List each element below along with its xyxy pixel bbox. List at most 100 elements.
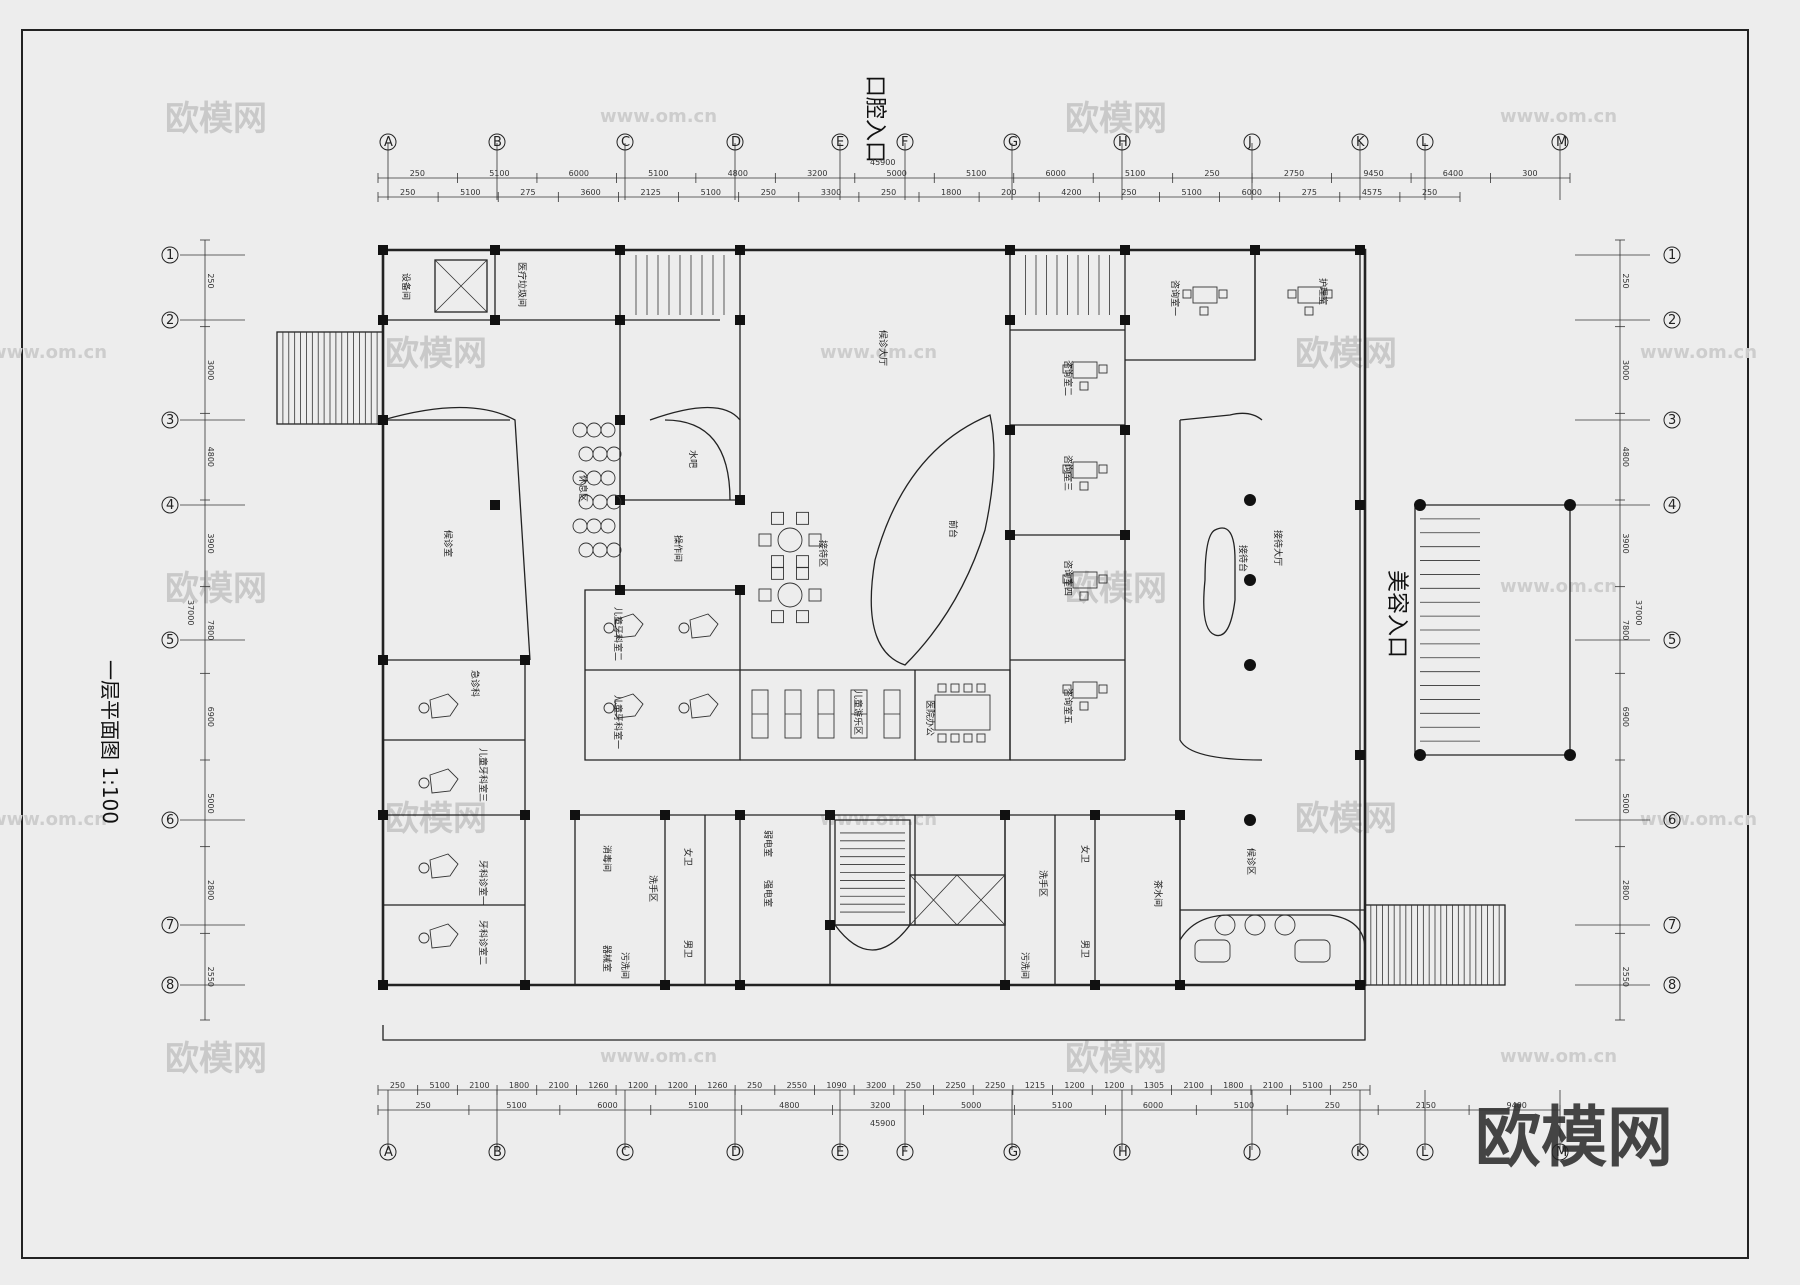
- dim-top-2-value: 250: [1422, 188, 1437, 197]
- chair: [1062, 464, 1072, 474]
- dim-right-total: 37000: [1634, 600, 1643, 625]
- axis-bubble-E: [831, 133, 849, 151]
- chair: [937, 733, 947, 743]
- chair: [1098, 364, 1108, 374]
- axis-label-J: J: [1247, 135, 1252, 150]
- dental-chair: [429, 923, 459, 949]
- axis-bubble-B: [488, 133, 506, 151]
- room-weak-elec: 弱电室: [762, 830, 774, 857]
- chair: [976, 683, 986, 693]
- dental-chair: [614, 693, 644, 719]
- dim-top-1-value: 5100: [489, 169, 509, 178]
- dim-right-value: 3900: [1621, 533, 1630, 553]
- axis-bubble-J: [1243, 133, 1261, 151]
- room-handwash-2: 洗手区: [1037, 870, 1049, 897]
- dim-bottom-1-value: 1260: [707, 1081, 727, 1090]
- room-water-bar: 水吧: [687, 450, 699, 468]
- axis-bubble-3: [161, 411, 179, 429]
- dim-bottom-1-value: 250: [1342, 1081, 1357, 1090]
- dim-bottom-1-value: 250: [390, 1081, 405, 1090]
- dim-top-2-value: 6000: [1242, 188, 1262, 197]
- column: [490, 500, 500, 510]
- dim-right-value: 4800: [1621, 447, 1630, 467]
- dental-stool: [678, 702, 690, 714]
- chair: [758, 588, 772, 602]
- room-reception-area: 接待区: [817, 540, 829, 567]
- column: [735, 810, 745, 820]
- dim-left-value: 3000: [206, 360, 215, 380]
- desk: [1072, 361, 1098, 379]
- room-nurse: 护理室: [1317, 278, 1329, 305]
- column: [378, 655, 388, 665]
- round-column: [1244, 574, 1256, 586]
- room-emergency: 急诊科: [469, 670, 481, 697]
- svg-text:www.om.cn: www.om.cn: [1500, 106, 1617, 127]
- column: [1355, 245, 1365, 255]
- axis-label-F: F: [901, 135, 908, 150]
- dim-right-value: 2550: [1621, 967, 1630, 987]
- dim-bottom-1-value: 1305: [1144, 1081, 1164, 1090]
- column: [378, 980, 388, 990]
- axis-bubble-E: [831, 1143, 849, 1161]
- column: [570, 810, 580, 820]
- round-column: [1244, 659, 1256, 671]
- axis-bubble-1: [161, 246, 179, 264]
- axis-label-K: K: [1356, 135, 1365, 150]
- room-reception-counter: 接待台: [1237, 545, 1249, 572]
- room-consult-1: 咨询室一: [1169, 280, 1181, 316]
- axis-label-D: D: [731, 135, 741, 150]
- room-female-wc-2: 女卫: [1079, 845, 1091, 863]
- axis-label-E: E: [836, 135, 844, 150]
- dim-top-1-value: 6000: [1045, 169, 1065, 178]
- chair: [950, 683, 960, 693]
- watermark-layer: 欧模网 www.om.cn 欧模网 www.om.cn 欧模网 www.om.c…: [0, 99, 1757, 1079]
- axis-bubble-6: [161, 811, 179, 829]
- dim-bottom-2-value: 5100: [688, 1101, 708, 1110]
- axis-label-C: C: [621, 135, 630, 150]
- axis-bubble-2: [161, 311, 179, 329]
- dim-top-2-value: 5100: [701, 188, 721, 197]
- furniture-layer: [418, 286, 1333, 963]
- axis-bubble-7: [161, 916, 179, 934]
- room-male-wc-2: 男卫: [1079, 940, 1090, 958]
- axis-label-K: K: [1356, 1145, 1365, 1160]
- chair: [1062, 684, 1072, 694]
- chair: [1079, 701, 1089, 711]
- axis-bubble-D: [726, 1143, 744, 1161]
- column: [1355, 980, 1365, 990]
- axis-bubble-A: [379, 133, 397, 151]
- dim-top-2-value: 5100: [1182, 188, 1202, 197]
- beauty-entrance-label: 美容入口: [1384, 570, 1409, 658]
- axis-label-7: 7: [1668, 918, 1676, 933]
- axis-label-D: D: [731, 1145, 741, 1160]
- dim-top-2-value: 275: [1302, 188, 1317, 197]
- dim-left-value: 5000: [206, 793, 215, 813]
- column: [735, 315, 745, 325]
- dim-bottom-2-value: 2150: [1416, 1101, 1436, 1110]
- axis-bubble-K: [1351, 1143, 1369, 1161]
- column: [520, 655, 530, 665]
- dim-top-1-value: 9450: [1363, 169, 1383, 178]
- dental-stool: [418, 932, 430, 944]
- dim-top-2-value: 250: [400, 188, 415, 197]
- dim-right-value: 7800: [1621, 620, 1630, 640]
- dim-right-value: 5000: [1621, 793, 1630, 813]
- dim-bottom-2-value: 250: [1325, 1101, 1340, 1110]
- column: [1000, 980, 1010, 990]
- chair: [1098, 684, 1108, 694]
- room-lobby: 候诊大厅: [877, 330, 889, 366]
- dim-top-1-value: 300: [1522, 169, 1537, 178]
- dim-right-value: 2800: [1621, 880, 1630, 900]
- chair: [937, 683, 947, 693]
- chair: [771, 511, 784, 525]
- column: [825, 810, 835, 820]
- room-male-wc: 男卫: [682, 940, 693, 958]
- axis-bubble-4: [161, 496, 179, 514]
- dim-top-2-value: 4575: [1362, 188, 1382, 197]
- lounge-chair: [600, 470, 616, 486]
- svg-text:www.om.cn: www.om.cn: [1500, 576, 1617, 597]
- dim-top-2-value: 200: [1001, 188, 1016, 197]
- axis-label-4: 4: [166, 498, 174, 513]
- axis-bubble-C: [616, 1143, 634, 1161]
- axis-bubble-K: [1351, 133, 1369, 151]
